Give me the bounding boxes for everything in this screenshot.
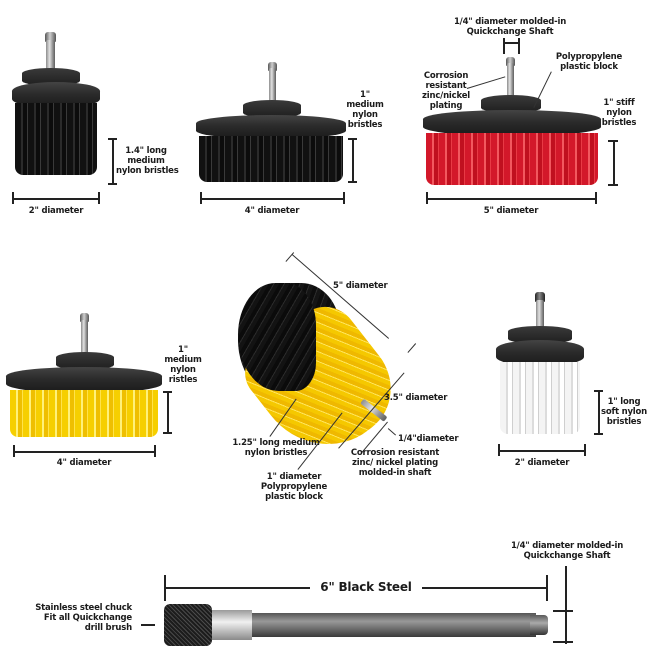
- bristles-label: 1.25" long medium nylon bristles: [232, 438, 320, 458]
- extension-shaft-label: 1/4" diameter molded-in Quickchange Shaf…: [510, 541, 624, 561]
- bristles-black: [199, 136, 343, 182]
- extension-length-label: 6" Black Steel: [320, 580, 412, 594]
- shaft-diameter-label: 1/4"diameter: [398, 434, 459, 444]
- brush-hub: [508, 326, 572, 344]
- bristle-length-label: 1.4" long medium nylon bristles: [116, 146, 179, 176]
- brush-hub: [56, 352, 114, 370]
- bristle-length-label: 1" stiff nylon bristles: [601, 98, 637, 128]
- block-label: 1" diameter Polypropylene plastic block: [260, 472, 328, 502]
- brush-block: [196, 115, 346, 139]
- brush-hub: [481, 95, 541, 113]
- chuck-collar: [212, 610, 252, 640]
- brush-block: [496, 340, 584, 366]
- block-label: Polypropylene plastic block: [555, 52, 623, 72]
- hex-shaft: [81, 320, 88, 356]
- hex-shaft: [269, 68, 276, 104]
- diameter-label: 4" diameter: [56, 458, 112, 468]
- bristle-length-label: 1" medium nylon ristles: [164, 345, 202, 385]
- bristle-length-label: 1" medium nylon bristles: [346, 90, 384, 130]
- shaft-label: Corrosion resistant zinc/ nickel plating…: [350, 448, 440, 478]
- quick-chuck: [164, 604, 212, 646]
- bristles-red: [426, 133, 598, 185]
- brush-hub: [243, 100, 301, 118]
- brush-hub: [22, 68, 80, 86]
- diameter-label: 2" diameter: [28, 206, 84, 216]
- outer-diameter-label: 5" diameter: [333, 281, 388, 291]
- brush-block: [6, 367, 162, 393]
- bristles-yellow: [10, 390, 158, 437]
- hex-shaft: [507, 63, 514, 99]
- extension-hex-tip: [530, 615, 548, 635]
- bristles-black: [15, 103, 97, 175]
- hex-shaft-tip: [535, 292, 545, 302]
- bristles-white: [500, 362, 580, 434]
- hex-shaft-tip: [506, 57, 515, 66]
- hex-shaft: [536, 300, 544, 330]
- extension-bar: [252, 613, 536, 637]
- chuck-label: Stainless steel chuck Fit all Quickchang…: [35, 603, 132, 633]
- shaft-label: 1/4" diameter molded-in Quickchange Shaf…: [453, 17, 567, 37]
- diameter-label: 5" diameter: [483, 206, 539, 216]
- round-brush-black-overlay: [238, 283, 316, 391]
- plating-label: Corrosion resistant zinc/nickel plating: [422, 71, 470, 111]
- hex-shaft-tip: [268, 62, 277, 71]
- diameter-label: 4" diameter: [244, 206, 300, 216]
- hex-shaft: [46, 40, 55, 72]
- hex-shaft-tip: [80, 313, 89, 322]
- brush-block: [423, 110, 601, 136]
- hex-shaft-tip: [45, 32, 56, 42]
- diameter-label: 2" diameter: [514, 458, 570, 468]
- bristle-length-label: 1" long soft nylon bristles: [600, 397, 648, 427]
- inner-diameter-label: 3.5" diameter: [384, 393, 448, 403]
